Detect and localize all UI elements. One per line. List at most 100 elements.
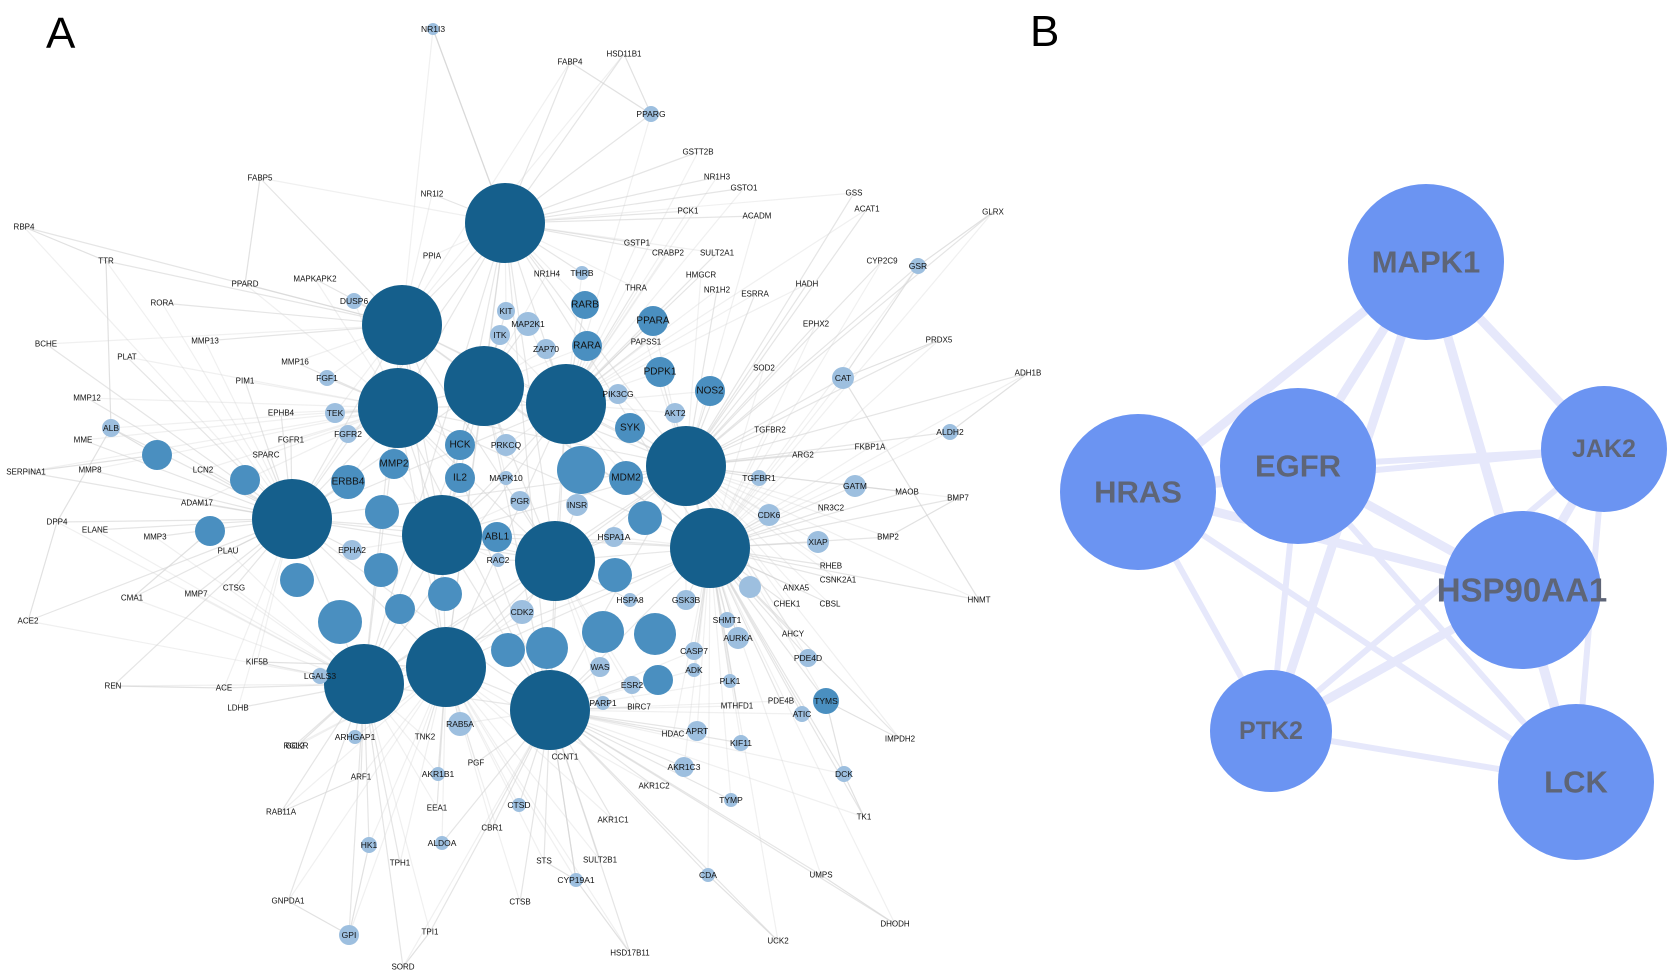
network-a-node-mdm2[interactable] <box>609 461 643 495</box>
network-a-node-egfr[interactable] <box>324 644 404 724</box>
network-a-node-abl1[interactable] <box>482 522 512 552</box>
network-a-node-kit[interactable] <box>497 302 515 320</box>
network-a-node-ptpn1[interactable] <box>364 553 398 587</box>
network-a-node-nos2[interactable] <box>695 376 725 406</box>
network-a-node-gpi[interactable] <box>339 925 359 945</box>
network-b-node-mapk1[interactable]: MAPK1 <box>1348 184 1504 340</box>
network-a-node-shmt1[interactable] <box>719 612 735 628</box>
network-a-node-cdk2[interactable] <box>510 600 534 624</box>
network-a-node-aldoa[interactable] <box>435 836 449 850</box>
network-b-node-jak2[interactable]: JAK2 <box>1541 386 1667 512</box>
network-b-node-lck[interactable]: LCK <box>1498 704 1654 860</box>
network-a-node-tymp[interactable] <box>724 793 738 807</box>
network-a-node-nr1i3[interactable] <box>427 23 439 35</box>
network-a-node-prkcq[interactable] <box>495 434 517 456</box>
network-a-node-cda[interactable] <box>701 868 715 882</box>
network-a-node-epha2[interactable] <box>342 540 362 560</box>
network-a-node-rhoa[interactable] <box>406 627 486 707</box>
network-a-node-fgfr2[interactable] <box>339 425 357 443</box>
network-a-node-adk[interactable] <box>687 663 701 677</box>
network-b-node-circle-hras[interactable] <box>1060 414 1216 570</box>
network-a-node-arhgap1[interactable] <box>348 730 362 744</box>
network-a-node-fgf1[interactable] <box>319 370 335 386</box>
network-a-node-il2[interactable] <box>445 463 475 493</box>
network-a-node-esr2[interactable] <box>623 676 641 694</box>
network-a-node-rab5a[interactable] <box>448 712 472 736</box>
network-a-node-syk[interactable] <box>615 413 645 443</box>
network-a-node-hspa8[interactable] <box>623 593 637 607</box>
network-a-node-esr1[interactable] <box>510 670 590 750</box>
network-a-node-akr1b1[interactable] <box>431 767 445 781</box>
network-a-node-gatm[interactable] <box>844 475 866 497</box>
network-a-node-lgals3[interactable] <box>312 668 328 684</box>
network-a-node-tyms[interactable] <box>813 688 839 714</box>
network-a-node-hsp90aa1[interactable] <box>670 508 750 588</box>
network-a-node-plg[interactable] <box>142 440 172 470</box>
network-a-node-igf1r[interactable] <box>428 577 462 611</box>
network-b-node-hsp90aa1[interactable]: HSP90AA1 <box>1437 511 1608 669</box>
network-a-node-pik3cg[interactable] <box>608 384 628 404</box>
network-a-node-mapk1[interactable] <box>362 285 442 365</box>
network-a-node-atic[interactable] <box>794 706 810 722</box>
network-b-node-circle-mapk1[interactable] <box>1348 184 1504 340</box>
network-b-node-circle-jak2[interactable] <box>1541 386 1667 512</box>
network-a-node-pparg[interactable] <box>643 106 659 122</box>
network-a-node-hk1[interactable] <box>361 837 377 853</box>
network-a-node-met[interactable] <box>385 594 415 624</box>
network-a-node-hspa1a[interactable] <box>604 527 624 547</box>
network-a-node-rarb[interactable] <box>571 291 599 319</box>
network-a-node-rxra[interactable] <box>465 183 545 263</box>
network-a-node-mapk8[interactable] <box>444 346 524 426</box>
network-a-node-mmp9[interactable] <box>230 465 260 495</box>
network-a-node-prkaca[interactable] <box>634 613 676 655</box>
network-b-node-circle-lck[interactable] <box>1498 704 1654 860</box>
network-a-node-insr[interactable] <box>566 494 588 516</box>
network-a-node-cdk6[interactable] <box>758 504 780 526</box>
network-b-node-circle-hsp90aa1[interactable] <box>1443 511 1601 669</box>
network-a-node-mmp1[interactable] <box>195 516 225 546</box>
network-a-node-pde4d[interactable] <box>799 649 817 667</box>
network-a-node-parp1[interactable] <box>596 696 610 710</box>
network-a-node-ptk2[interactable] <box>582 611 624 653</box>
network-a-node-erbb4[interactable] <box>331 465 365 499</box>
network-a-node-hras[interactable] <box>252 479 332 559</box>
network-a-node-plk1[interactable] <box>723 674 737 688</box>
network-a-node-pgr[interactable] <box>510 491 530 511</box>
network-a-node-dusp6[interactable] <box>346 293 362 309</box>
network-a-node-mapk14[interactable] <box>358 368 438 448</box>
network-b-node-egfr[interactable]: EGFR <box>1220 388 1376 544</box>
network-a-node-aurka[interactable] <box>727 627 749 649</box>
network-a-node-kdr[interactable] <box>491 633 525 667</box>
network-a-node-ptpn11[interactable] <box>526 364 606 444</box>
network-a-node-ccna2[interactable] <box>643 665 673 695</box>
network-a-node-kif11[interactable] <box>733 735 749 751</box>
network-a-node-rara[interactable] <box>572 331 602 361</box>
network-a-node-ar[interactable] <box>598 558 632 592</box>
network-a-node-dck[interactable] <box>836 766 852 782</box>
network-a-node-nr3c1[interactable] <box>365 495 399 529</box>
network-a-node-zap70[interactable] <box>536 339 556 359</box>
network-b-node-hras[interactable]: HRAS <box>1060 414 1216 570</box>
network-a-node-nos3[interactable] <box>739 576 761 598</box>
network-a-node-cdc42[interactable] <box>526 627 568 669</box>
network-a-node-casp7[interactable] <box>685 642 703 660</box>
network-a-node-gsk3b[interactable] <box>676 590 696 610</box>
network-a-node-was[interactable] <box>590 657 610 677</box>
network-a-node-akt1[interactable] <box>646 426 726 506</box>
network-a-node-mmp2[interactable] <box>379 449 409 479</box>
network-a-node-ctnna1[interactable] <box>318 600 362 644</box>
network-b-node-circle-ptk2[interactable] <box>1210 670 1332 792</box>
network-a-node-thrb[interactable] <box>575 266 589 280</box>
network-a-node-src[interactable] <box>515 521 595 601</box>
network-a-node-akt2[interactable] <box>665 403 685 423</box>
network-a-node-cyp19a1[interactable] <box>569 873 583 887</box>
network-a-node-pdpk1[interactable] <box>645 357 675 387</box>
network-a-node-cat[interactable] <box>832 367 854 389</box>
network-a-node-tgfbr1[interactable] <box>751 470 767 486</box>
network-a-node-igf1[interactable] <box>280 563 314 597</box>
network-a-node-rac2[interactable] <box>491 553 505 567</box>
network-a-node-casp3[interactable] <box>628 501 662 535</box>
network-a-node-lck[interactable] <box>402 495 482 575</box>
network-a-node-hck[interactable] <box>445 430 475 460</box>
network-a-node-xiap[interactable] <box>807 531 829 553</box>
